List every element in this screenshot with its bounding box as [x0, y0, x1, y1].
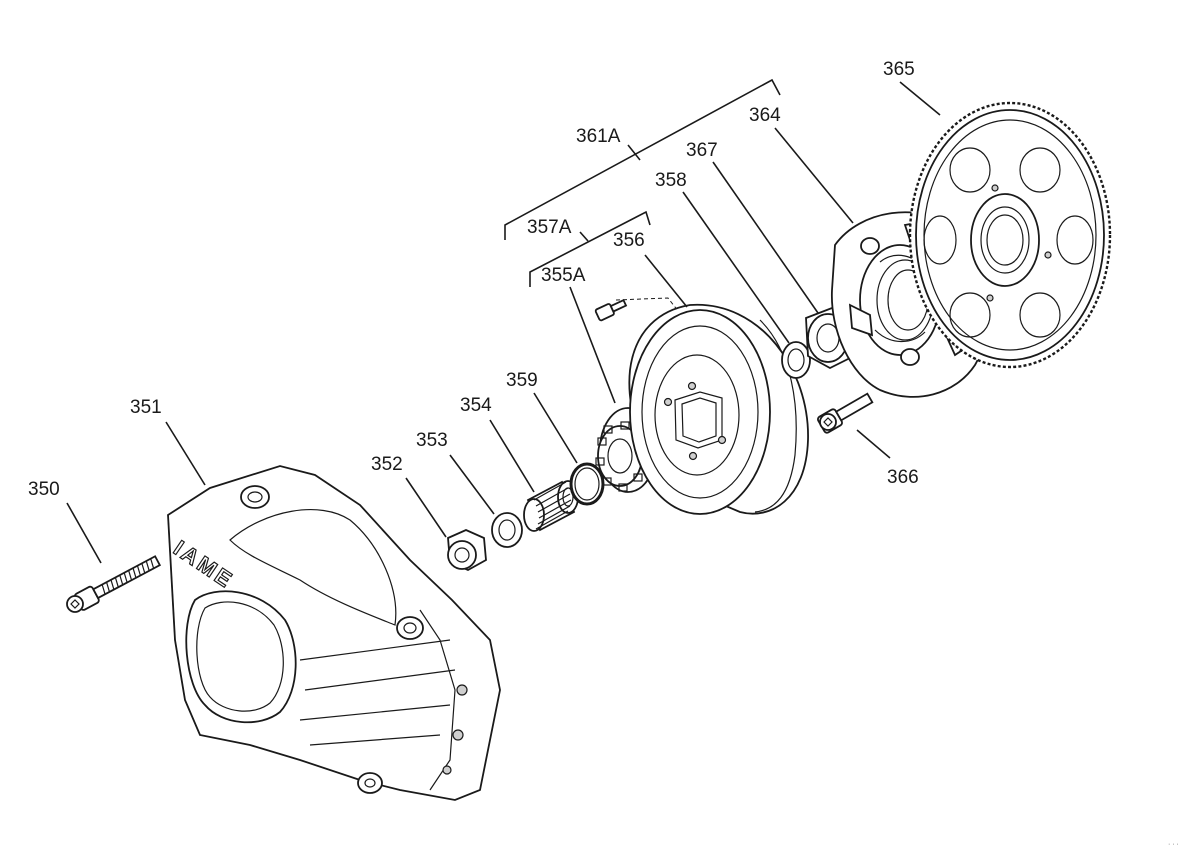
label-354: 354 — [460, 395, 492, 416]
leader-359 — [533, 392, 578, 464]
corner-mark: · · · — [1168, 841, 1179, 848]
part-labels: 350 351 352 353 354 359 355A 356 357A 35… — [28, 59, 919, 500]
leader-lines — [66, 81, 941, 564]
label-358: 358 — [655, 170, 687, 191]
leader-366 — [856, 429, 891, 459]
part-354-needle-bearing — [523, 480, 579, 532]
part-366-bolt — [817, 392, 874, 434]
part-365-ring-gear — [908, 101, 1112, 369]
label-356: 356 — [613, 230, 645, 251]
leader-355a — [569, 286, 616, 404]
leader-364 — [774, 127, 854, 224]
leader-352 — [405, 477, 447, 538]
label-350: 350 — [28, 479, 60, 500]
label-353: 353 — [416, 430, 448, 451]
part-351-housing: IAME — [167, 465, 501, 801]
leader-358 — [682, 191, 790, 344]
leader-365 — [899, 81, 941, 116]
part-350-bolt — [66, 555, 162, 613]
label-357a: 357A — [527, 217, 572, 238]
part-359-o-ring — [569, 462, 605, 506]
label-361a: 361A — [576, 126, 621, 147]
label-364: 364 — [749, 105, 781, 126]
leader-353 — [449, 454, 495, 515]
leader-350 — [66, 502, 102, 564]
part-356-clutch-drum — [628, 304, 809, 515]
label-365: 365 — [883, 59, 915, 80]
label-366: 366 — [887, 467, 919, 488]
leader-351 — [165, 421, 206, 486]
bracket-357a — [529, 210, 651, 287]
bracket-361a — [504, 78, 781, 240]
leader-356 — [644, 254, 688, 308]
part-352-nut — [447, 529, 487, 572]
label-367: 367 — [686, 140, 718, 161]
part-353-washer — [491, 512, 523, 548]
label-351: 351 — [130, 397, 162, 418]
leader-354 — [489, 419, 535, 493]
leader-367 — [712, 161, 819, 314]
label-352: 352 — [371, 454, 403, 475]
part-358-washer — [781, 341, 811, 379]
label-355a: 355A — [541, 265, 586, 286]
label-359: 359 — [506, 370, 538, 391]
